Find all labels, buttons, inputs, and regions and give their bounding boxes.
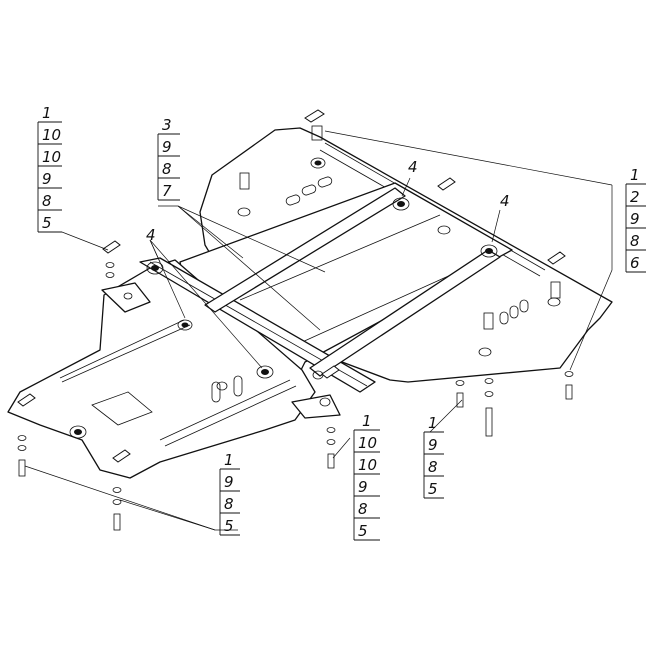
- plate-cutout: [91, 391, 153, 426]
- callout-c1-n4: 8: [42, 192, 52, 210]
- callout-c5: 1 9 8 5: [423, 414, 444, 499]
- part-label-4a: 4: [146, 226, 156, 244]
- callout-c3-n0: 1: [630, 166, 640, 184]
- callout-c2-n0: 3: [162, 116, 172, 134]
- callout-c6-n3: 5: [224, 517, 234, 535]
- standoffs: [239, 125, 561, 330]
- part-label-4c: 4: [500, 192, 510, 210]
- cross-beam-long: [139, 257, 376, 393]
- mount-holes: [69, 157, 561, 439]
- callout-c3-n2: 9: [630, 210, 640, 228]
- callout-c3: 1 2 9 8 6: [625, 166, 646, 273]
- callout-c3-n4: 6: [630, 254, 640, 272]
- callout-c5-n2: 8: [428, 458, 438, 476]
- callout-c4-n0: 1: [362, 412, 372, 430]
- slots: [211, 176, 529, 403]
- callout-c2-n2: 8: [162, 160, 172, 178]
- callout-c1-n5: 5: [42, 214, 52, 232]
- callout-c1-n3: 9: [42, 170, 52, 188]
- bracket-right: [291, 394, 341, 419]
- callout-c1-n0: 1: [42, 104, 52, 122]
- callout-c4-n2: 10: [358, 456, 377, 474]
- callout-c4-n3: 9: [358, 478, 368, 496]
- callout-c2-n3: 7: [162, 182, 172, 200]
- callout-c4-n5: 5: [358, 522, 368, 540]
- fasteners: [17, 262, 574, 531]
- callout-c6-n0: 1: [224, 451, 234, 469]
- callout-c2-n1: 9: [162, 138, 172, 156]
- callout-c4: 1 10 10 9 8 5: [353, 412, 380, 541]
- callout-c1: 1 10 10 9 8 5: [37, 104, 62, 233]
- part-label-4b: 4: [408, 158, 418, 176]
- callout-c1-n1: 10: [42, 126, 61, 144]
- callout-c3-n1: 2: [630, 188, 640, 206]
- clip-nuts: [17, 109, 566, 463]
- callout-c6-n2: 8: [224, 495, 234, 513]
- callout-c1-n2: 10: [42, 148, 61, 166]
- callout-c6-n1: 9: [224, 473, 234, 491]
- callout-c4-n1: 10: [358, 434, 377, 452]
- callout-c2: 3 9 8 7: [157, 116, 180, 201]
- callout-c3-n3: 8: [630, 232, 640, 250]
- bracket-left: [101, 282, 151, 313]
- callout-c5-n3: 5: [428, 480, 438, 498]
- callout-c6: 1 9 8 5: [219, 451, 240, 536]
- cross-beam-right: [309, 249, 501, 377]
- cross-beam-upper: [204, 187, 406, 313]
- callout-c5-n1: 9: [428, 436, 438, 454]
- callout-c4-n4: 8: [358, 500, 368, 518]
- callout-c5-n0: 1: [428, 414, 438, 432]
